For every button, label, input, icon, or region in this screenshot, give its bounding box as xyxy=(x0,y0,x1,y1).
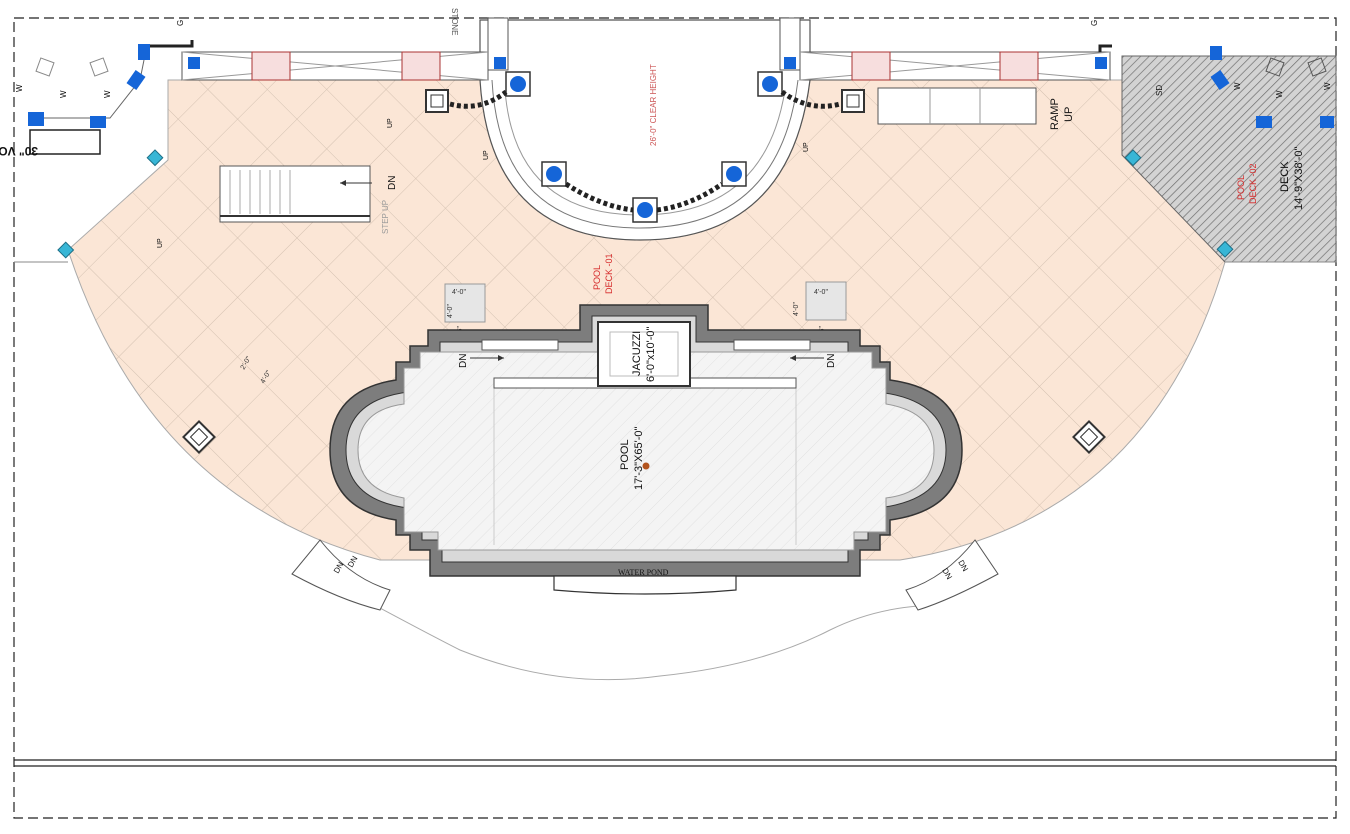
dim-4ft-left: 4'-0" xyxy=(452,289,466,296)
pool-deck-01-label-2: DECK -01 xyxy=(604,253,614,294)
up-label-1: UP xyxy=(387,118,394,128)
up-label-2: UP xyxy=(157,238,164,248)
sd-label: SD xyxy=(1155,85,1164,96)
void-box xyxy=(29,129,101,155)
left-corner-structure xyxy=(28,40,194,155)
pool-dn-right: DN xyxy=(826,354,837,368)
pool-label: POOL xyxy=(619,439,631,470)
rotunda-columns xyxy=(425,71,865,223)
water-pond-label: WATER POND xyxy=(618,568,669,577)
water-pond xyxy=(553,575,737,595)
rotunda-inner-arc xyxy=(491,79,799,229)
jacuzzi-size-label: 6'-0"x10'-0" xyxy=(645,326,657,382)
deck-label: DECK xyxy=(1279,161,1291,192)
pool-steps xyxy=(470,339,824,361)
stair-left xyxy=(219,165,372,223)
g-label-left: G xyxy=(176,20,185,26)
up-label-4: UP xyxy=(803,142,810,152)
dim-4ft-right: 4'-0" xyxy=(814,289,828,296)
pool-size-label: 17'-3"X65'-0" xyxy=(633,427,645,490)
sheet-border xyxy=(13,17,1337,819)
lower-steps xyxy=(291,539,999,611)
dim-4ft-left-v: 4'-0" xyxy=(447,304,454,318)
ramp-box xyxy=(877,87,1037,125)
stair-dn-label: DN xyxy=(387,176,398,190)
colonnade-left xyxy=(181,51,506,81)
w-label-left-3: W xyxy=(103,90,112,98)
deck-size-label: 14'-9"X38'-0" xyxy=(1293,147,1305,210)
g-label-right: G xyxy=(1090,20,1099,26)
pool-dn-left: DN xyxy=(458,354,469,368)
stone-label: STONE xyxy=(450,8,459,35)
pool-deck-02-label-2: DECK -02 xyxy=(1248,163,1258,204)
w-label-right-3: W xyxy=(1323,82,1332,90)
pool-water xyxy=(357,351,935,551)
right-corner-structure xyxy=(1098,44,1334,128)
up-label-3: UP xyxy=(483,150,490,160)
deck-planters xyxy=(182,281,1106,454)
deck-fountains xyxy=(57,149,1234,259)
w-label-left-1: W xyxy=(15,84,24,92)
step-up-label: STEP UP xyxy=(381,200,390,234)
w-label-left-2: W xyxy=(59,90,68,98)
colonnade-right xyxy=(784,51,1111,81)
ramp-up-label: UP xyxy=(1063,107,1075,122)
jacuzzi xyxy=(597,321,691,387)
garden-curve xyxy=(379,605,919,681)
w-label-right-1: W xyxy=(1233,82,1242,90)
jacuzzi-label: JACUZZI xyxy=(631,331,643,376)
clear-height-label: 26'-0" CLEAR HEIGHT xyxy=(649,64,658,146)
void-label: 30" VOID xyxy=(0,144,38,158)
pool-deck-01-label: POOL xyxy=(592,265,602,290)
pool-deck-02-label: POOL xyxy=(1236,175,1246,200)
lower-dn-2: DN xyxy=(346,554,360,569)
dim-4ft-right-v: 4'-0" xyxy=(793,302,800,316)
ramp-label: RAMP xyxy=(1049,98,1061,130)
pool-center-mark xyxy=(642,462,650,470)
w-label-right-2: W xyxy=(1275,90,1284,98)
